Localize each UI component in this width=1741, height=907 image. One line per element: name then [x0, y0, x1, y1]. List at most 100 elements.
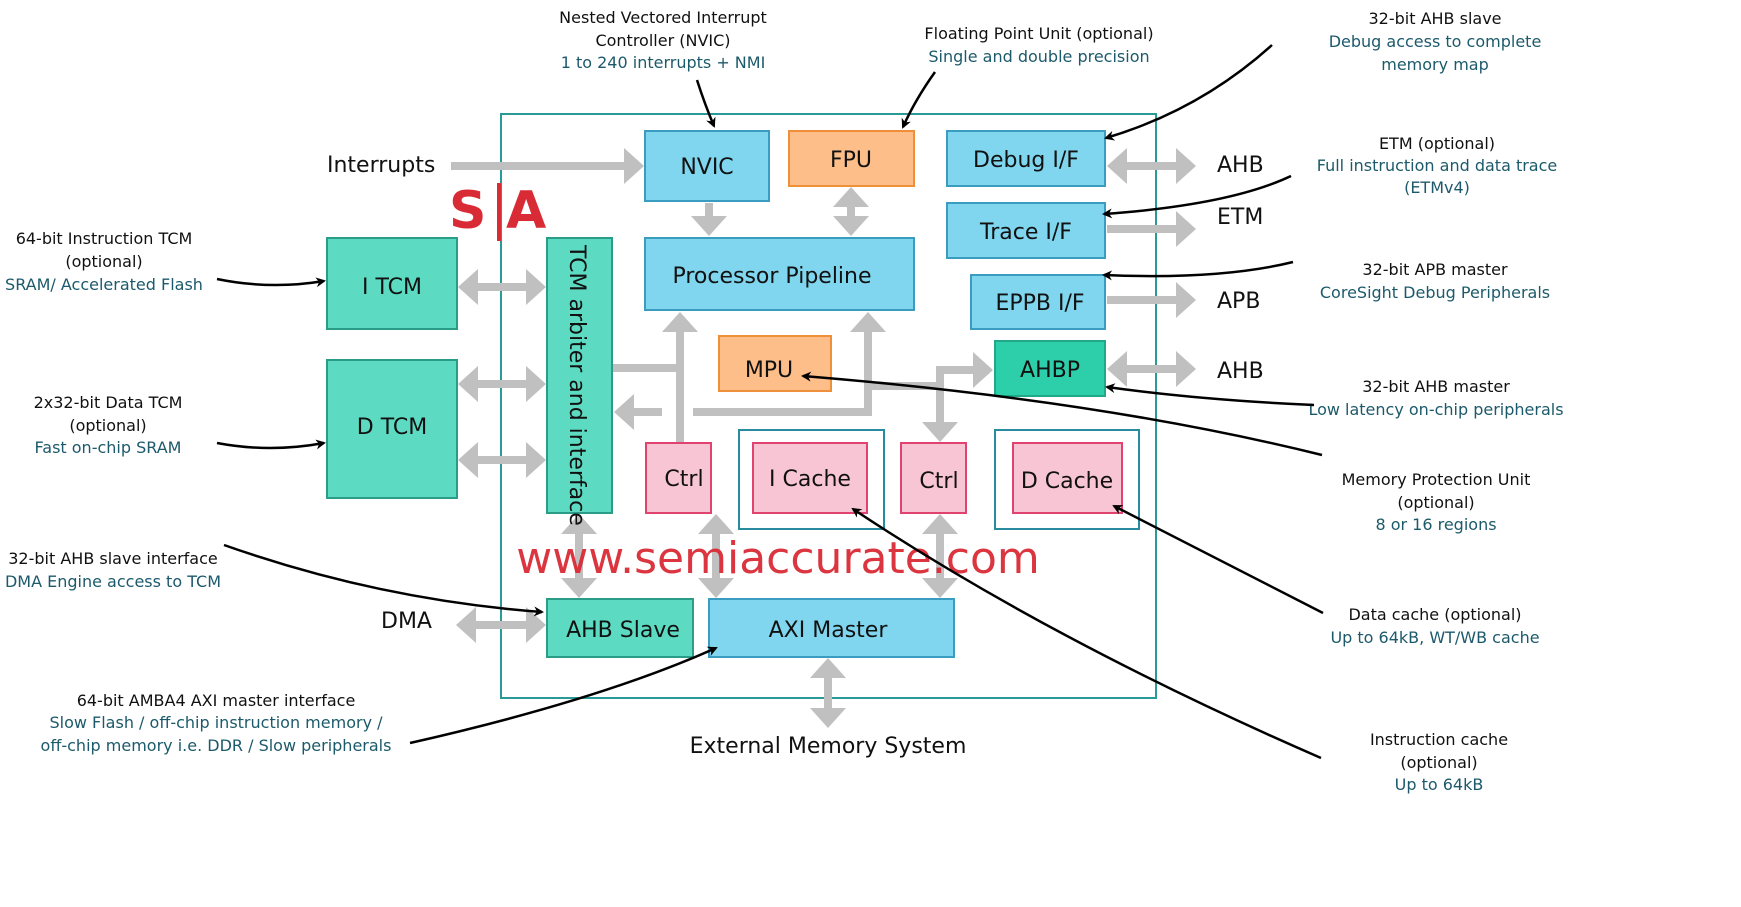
svg-text:32-bit AHB slave interface: 32-bit AHB slave interface [8, 549, 217, 568]
callout-arrows [216, 44, 1324, 760]
bus-fpu-pipeline-shaft [847, 207, 855, 216]
block-trace-if-label: Trace I/F [979, 220, 1072, 245]
bus-dma-shaft [476, 621, 526, 629]
bus-to-ctrl-d-head-down [922, 422, 958, 442]
label-etm: ETM [1217, 205, 1263, 230]
bus-fpu-pipeline-head-up [833, 187, 869, 207]
svg-text:Controller (NVIC): Controller (NVIC) [595, 31, 730, 50]
bus-axi-external-head-up [810, 658, 846, 678]
bus-ctrli-axi-head-down [698, 578, 734, 598]
svg-text:memory map: memory map [1381, 55, 1488, 74]
block-trace-if[interactable]: Trace I/F [946, 202, 1106, 259]
annotation-dcache: Data cache (optional) Up to 64kB, WT/WB … [1330, 605, 1539, 647]
label-interrupts: Interrupts [327, 153, 435, 178]
block-debug-if[interactable]: Debug I/F [946, 130, 1106, 187]
block-fpu[interactable]: FPU [788, 130, 915, 187]
bus-dtcm-2-head-left [458, 442, 478, 478]
svg-text:CoreSight Debug Peripherals: CoreSight Debug Peripherals [1320, 283, 1550, 302]
svg-text:8 or 16 regions: 8 or 16 regions [1375, 515, 1496, 534]
bus-dma-head-right [526, 607, 546, 643]
annotation-ahb-slave: 32-bit AHB slave interface DMA Engine ac… [5, 549, 221, 591]
bus-itcm-shaft [478, 283, 526, 291]
bus-to-ctrl-d-shaft [936, 386, 944, 422]
bus-debug-ahb-head-left [1107, 148, 1127, 184]
bus-fpu-pipeline-head-down [833, 216, 869, 236]
svg-text:32-bit AHB master: 32-bit AHB master [1362, 377, 1510, 396]
bus-itcm-head-left [458, 269, 478, 305]
callout-eppb [1102, 260, 1294, 281]
icache-group-frame [738, 429, 885, 530]
bus-right-to-pipeline-shaft [864, 332, 872, 416]
block-ctrl-dcache[interactable]: Ctrl [900, 442, 967, 514]
svg-text:ETM (optional): ETM (optional) [1379, 134, 1495, 153]
label-ahb-debug: AHB [1217, 153, 1264, 178]
callout-mpu [801, 371, 1323, 457]
bus-dtcm-1-head-left [458, 366, 478, 402]
svg-text:Nested Vectored Interrupt: Nested Vectored Interrupt [559, 8, 767, 27]
block-mpu[interactable]: MPU [718, 335, 832, 392]
svg-text:64-bit Instruction TCM: 64-bit Instruction TCM [16, 229, 193, 248]
svg-text:Up to 64kB, WT/WB cache: Up to 64kB, WT/WB cache [1330, 628, 1539, 647]
watermark-url: www.semiaccurate.com [516, 533, 1040, 584]
bus-arbiter-ahbslave-head-up [561, 514, 597, 534]
label-external-memory: External Memory System [690, 734, 967, 759]
svg-text:(optional): (optional) [1397, 493, 1474, 512]
block-axi-master[interactable]: AXI Master [708, 598, 955, 658]
bus-ahbp-branch-v [936, 366, 944, 390]
block-dtcm[interactable]: D TCM [326, 359, 458, 499]
block-dcache[interactable]: D Cache [1012, 442, 1123, 514]
block-axi-master-label: AXI Master [769, 618, 889, 643]
callout-ahbp [1105, 383, 1315, 407]
block-nvic[interactable]: NVIC [644, 130, 770, 202]
bus-interrupts-shaft [451, 162, 624, 170]
annotation-mpu: Memory Protection Unit (optional) 8 or 1… [1342, 470, 1531, 534]
block-itcm-label: I TCM [362, 275, 422, 300]
svg-text:(optional): (optional) [1400, 753, 1477, 772]
svg-text:Instruction cache: Instruction cache [1370, 730, 1508, 749]
annotation-apb: 32-bit APB master CoreSight Debug Periph… [1320, 260, 1550, 302]
svg-text:(optional): (optional) [69, 416, 146, 435]
bus-to-ahbp-head-right [973, 352, 993, 388]
svg-text:Full instruction and data trac: Full instruction and data trace [1317, 156, 1558, 175]
bus-axi-external-shaft [824, 678, 832, 708]
bus-dtcm-2-head-right [526, 442, 546, 478]
block-nvic-label: NVIC [680, 155, 733, 180]
annotation-fpu: Floating Point Unit (optional) Single an… [924, 24, 1153, 66]
block-ahb-slave-label: AHB Slave [566, 618, 680, 643]
bus-ctrli-axi-shaft [712, 534, 720, 578]
label-dma: DMA [381, 609, 432, 634]
block-eppb-if[interactable]: EPPB I/F [970, 274, 1106, 330]
bus-to-ahbp-shaft [936, 366, 973, 374]
block-ctrl-icache[interactable]: Ctrl [645, 442, 712, 514]
callout-nvic [695, 79, 716, 128]
block-itcm[interactable]: I TCM [326, 237, 458, 330]
block-ctrl-dcache-label: Ctrl [919, 469, 958, 494]
block-tcm-arbiter[interactable]: TCM arbiter and interface [546, 237, 613, 526]
block-processor-pipeline[interactable]: Processor Pipeline [644, 237, 915, 311]
bus-arbiter-to-pipeline [613, 364, 680, 372]
block-fpu-label: FPU [830, 148, 872, 173]
bus-debug-ahb-shaft [1127, 162, 1176, 170]
annotation-ahbp: 32-bit AHB master Low latency on-chip pe… [1308, 377, 1563, 419]
block-ahbp[interactable]: AHBP [994, 340, 1106, 397]
svg-text:off-chip memory i.e. DDR / Slo: off-chip memory i.e. DDR / Slow peripher… [41, 736, 392, 755]
block-pipeline-label: Processor Pipeline [672, 264, 871, 289]
block-dtcm-label: D TCM [357, 415, 427, 440]
svg-text:64-bit AMBA4 AXI master interf: 64-bit AMBA4 AXI master interface [77, 691, 356, 710]
bus-dtcm-1-head-right [526, 366, 546, 402]
logo-a: A [506, 181, 546, 241]
bus-to-arbiter-head-left [614, 394, 634, 430]
svg-text:Data cache (optional): Data cache (optional) [1348, 605, 1521, 624]
bus-ctrli-axi-head-up [698, 514, 734, 534]
block-debug-if-label: Debug I/F [973, 148, 1079, 173]
block-icache[interactable]: I Cache [752, 442, 868, 514]
block-ahb-slave[interactable]: AHB Slave [546, 598, 694, 658]
svg-text:Floating Point Unit (optional): Floating Point Unit (optional) [924, 24, 1153, 43]
svg-text:SRAM/ Accelerated Flash: SRAM/ Accelerated Flash [5, 275, 203, 294]
svg-text:Fast on-chip SRAM: Fast on-chip SRAM [35, 438, 182, 457]
bus-eppb-apb-head-right [1176, 282, 1196, 318]
annotation-dtcm: 2x32-bit Data TCM (optional) Fast on-chi… [34, 393, 183, 457]
svg-text:DMA Engine access to TCM: DMA Engine access to TCM [5, 572, 221, 591]
bus-ctrld-axi-head-up [922, 514, 958, 534]
bus-interrupts-head-right [624, 148, 644, 184]
